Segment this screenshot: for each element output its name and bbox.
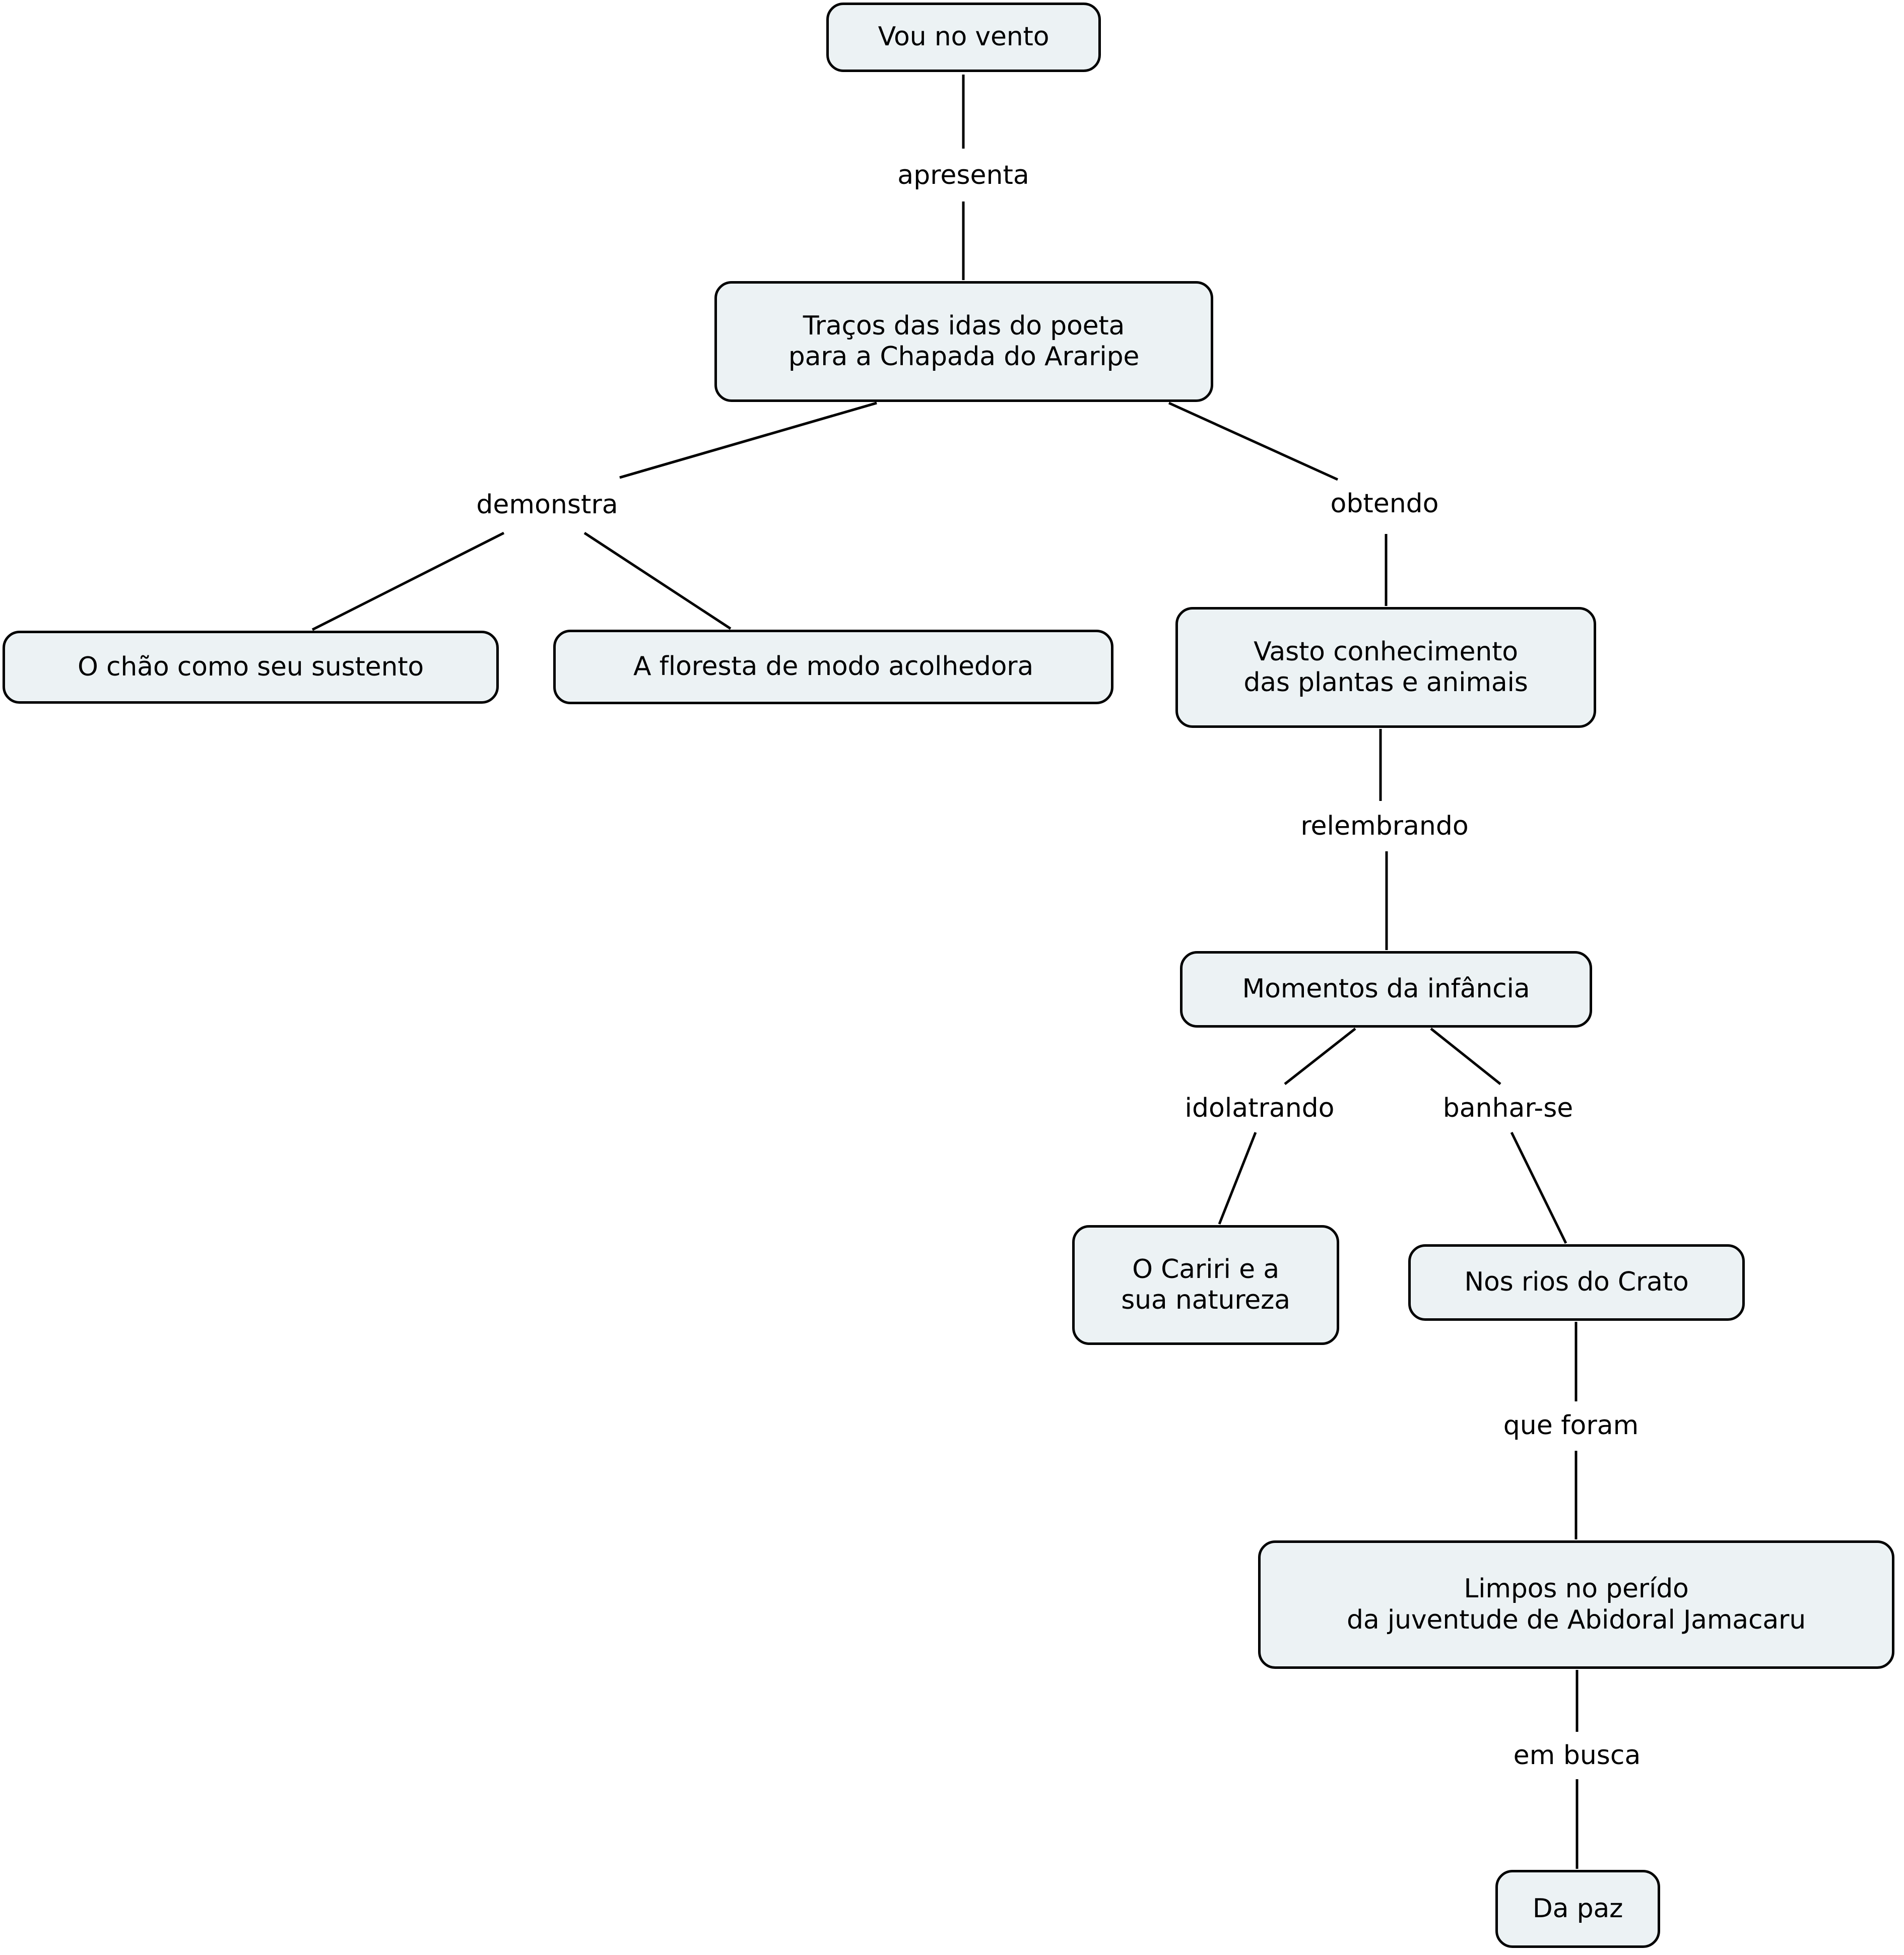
edge-line-e6-0 — [1284, 1028, 1356, 1085]
concept-node-n9[interactable]: Limpos no perído da juventude de Abidora… — [1258, 1540, 1894, 1669]
concept-node-n6[interactable]: Momentos da infância — [1180, 951, 1592, 1028]
edge-line-e3-0 — [619, 401, 877, 479]
edge-label-e8: que foram — [1500, 1412, 1642, 1439]
edge-line-e7-1 — [1510, 1131, 1567, 1244]
edge-label-e2: demonstra — [473, 492, 621, 518]
edge-line-e4-0 — [1168, 401, 1339, 481]
edge-label-e4: obtendo — [1327, 491, 1442, 517]
edge-label-e5: relembrando — [1297, 813, 1472, 839]
edge-label-e1: apresenta — [894, 162, 1032, 188]
concept-node-n1[interactable]: Vou no vento — [826, 3, 1101, 72]
edge-line-e3-1 — [583, 531, 732, 630]
edge-line-e2-1 — [311, 531, 505, 631]
edge-line-e6-1 — [1218, 1132, 1257, 1225]
concept-node-n2[interactable]: Traços das idas do poeta para a Chapada … — [714, 281, 1213, 402]
concept-node-n7[interactable]: O Cariri e a sua natureza — [1072, 1225, 1339, 1345]
edge-label-e9: em busca — [1510, 1742, 1644, 1769]
concept-node-n3[interactable]: O chão como seu sustento — [3, 631, 499, 704]
concept-node-n10[interactable]: Da paz — [1495, 1870, 1660, 1948]
edge-label-e7: banhar-se — [1439, 1095, 1577, 1121]
edge-line-e7-0 — [1430, 1028, 1501, 1085]
concept-node-n8[interactable]: Nos rios do Crato — [1408, 1244, 1745, 1321]
concept-node-n5[interactable]: Vasto conhecimento das plantas e animais — [1175, 607, 1596, 728]
edge-label-e6: idolatrando — [1181, 1095, 1338, 1121]
concept-node-n4[interactable]: A floresta de modo acolhedora — [553, 630, 1113, 704]
